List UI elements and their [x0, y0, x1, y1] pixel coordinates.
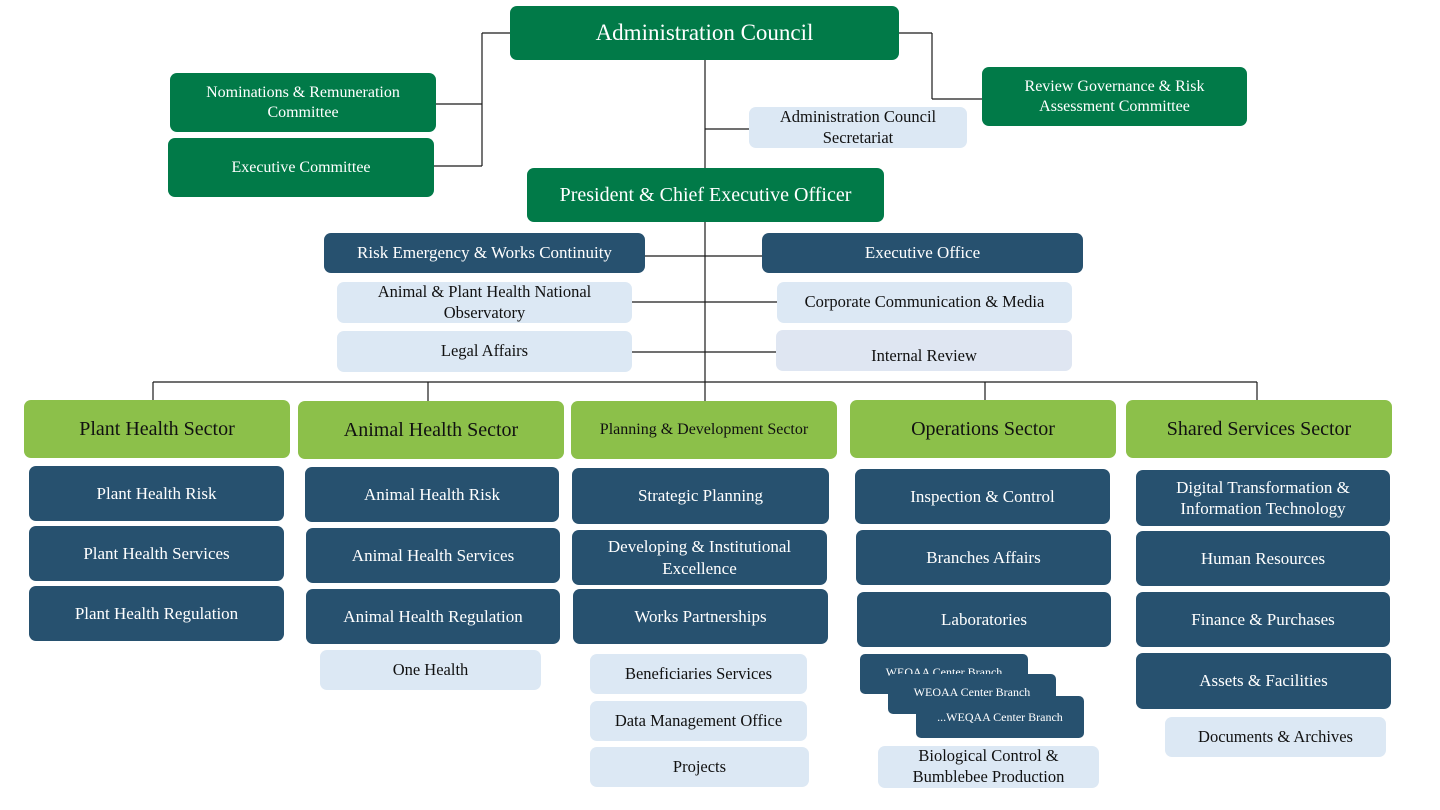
- administration-council-box: Administration Council: [510, 6, 899, 60]
- planning-extra-unit: Beneficiaries Services: [590, 654, 807, 694]
- animal-unit: Animal Health Services: [306, 528, 560, 583]
- operations-unit: Laboratories: [857, 592, 1111, 647]
- communication-box: Corporate Communication & Media: [777, 282, 1072, 323]
- planning-unit: Strategic Planning: [572, 468, 829, 524]
- shared-sector-header: Shared Services Sector: [1126, 400, 1392, 458]
- council-secretariat-box: Administration Council Secretariat: [749, 107, 967, 148]
- observatory-box: Animal & Plant Health National Observato…: [337, 282, 632, 323]
- operations-unit: Branches Affairs: [856, 530, 1111, 585]
- plant-sector-header: Plant Health Sector: [24, 400, 290, 458]
- animal-unit: Animal Health Regulation: [306, 589, 560, 644]
- operations-extra-unit: Biological Control & Bumblebee Productio…: [878, 746, 1099, 788]
- animal-extra-unit: One Health: [320, 650, 541, 690]
- plant-unit: Plant Health Risk: [29, 466, 284, 521]
- operations-sector-header: Operations Sector: [850, 400, 1116, 458]
- shared-unit: Human Resources: [1136, 531, 1390, 586]
- planning-extra-unit: Projects: [590, 747, 809, 787]
- nominations-committee-box: Nominations & Remuneration Committee: [170, 73, 436, 132]
- risk-emergency-box: Risk Emergency & Works Continuity: [324, 233, 645, 273]
- animal-sector-header: Animal Health Sector: [298, 401, 564, 459]
- shared-extra-unit: Documents & Archives: [1165, 717, 1386, 757]
- shared-unit: Digital Transformation & Information Tec…: [1136, 470, 1390, 526]
- internal-review-box: Internal Review: [776, 330, 1072, 371]
- executive-committee-box: Executive Committee: [168, 138, 434, 197]
- plant-unit: Plant Health Regulation: [29, 586, 284, 641]
- planning-sector-header: Planning & Development Sector: [571, 401, 837, 459]
- president-box: President & Chief Executive Officer: [527, 168, 884, 222]
- animal-unit: Animal Health Risk: [305, 467, 559, 522]
- review-committee-box: Review Governance & Risk Assessment Comm…: [982, 67, 1247, 126]
- branch-box: ...WEQAA Center Branch: [916, 696, 1084, 738]
- shared-unit: Finance & Purchases: [1136, 592, 1390, 647]
- legal-affairs-box: Legal Affairs: [337, 331, 632, 372]
- operations-unit: Inspection & Control: [855, 469, 1110, 524]
- shared-unit: Assets & Facilities: [1136, 653, 1391, 709]
- planning-extra-unit: Data Management Office: [590, 701, 807, 741]
- plant-unit: Plant Health Services: [29, 526, 284, 581]
- planning-unit: Works Partnerships: [573, 589, 828, 644]
- planning-unit: Developing & Institutional Excellence: [572, 530, 827, 585]
- executive-office-box: Executive Office: [762, 233, 1083, 273]
